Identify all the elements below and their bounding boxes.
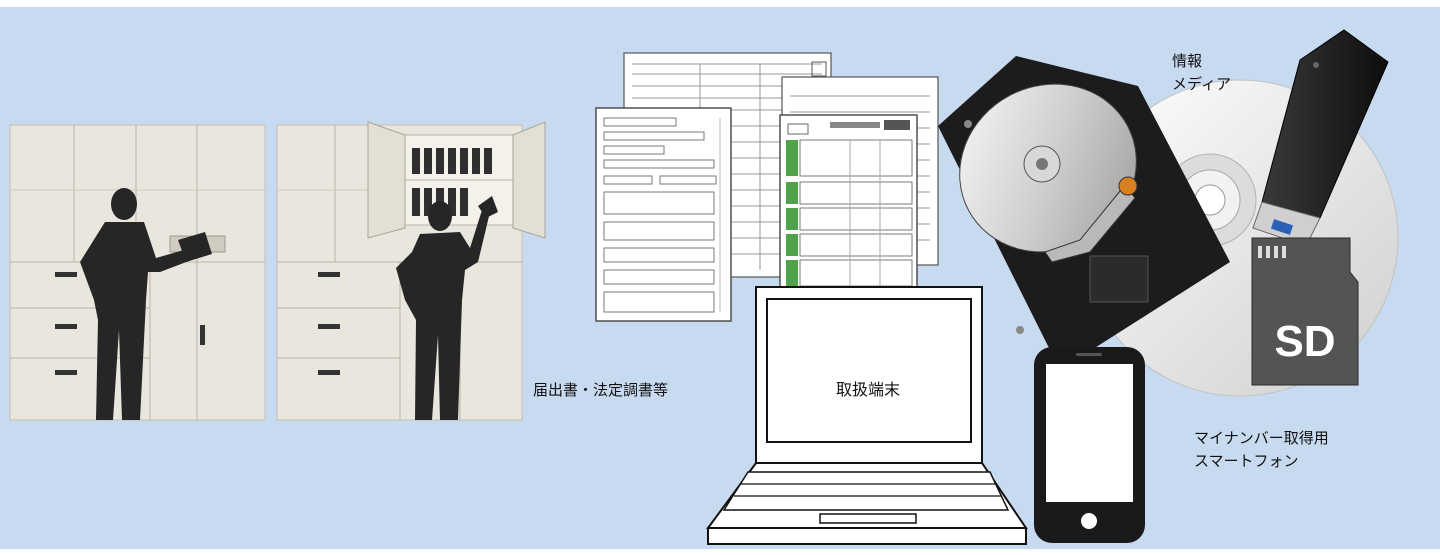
person-silhouette-icon [396, 196, 498, 420]
hard-disk-icon [938, 56, 1230, 370]
media-label-line2: メディア [1172, 75, 1231, 93]
sd-card-icon: SD [1251, 237, 1359, 386]
form-document-icon [595, 107, 732, 322]
person-silhouette-icon [80, 188, 212, 420]
smartphone-label-line1: マイナンバー取得用 [1194, 429, 1329, 447]
terminal-label: 取扱端末 [836, 380, 901, 399]
form-document-icon [779, 114, 918, 294]
documents-label: 届出書・法定調書等 [533, 381, 669, 399]
smartphone-icon [1034, 347, 1145, 543]
usb-drive-icon [1252, 29, 1389, 247]
smartphone-label-line2: スマートフォン [1194, 452, 1299, 470]
sd-card-label: SD [1274, 317, 1335, 366]
media-label-line1: 情報 [1172, 52, 1203, 70]
laptop-icon [706, 286, 1028, 545]
